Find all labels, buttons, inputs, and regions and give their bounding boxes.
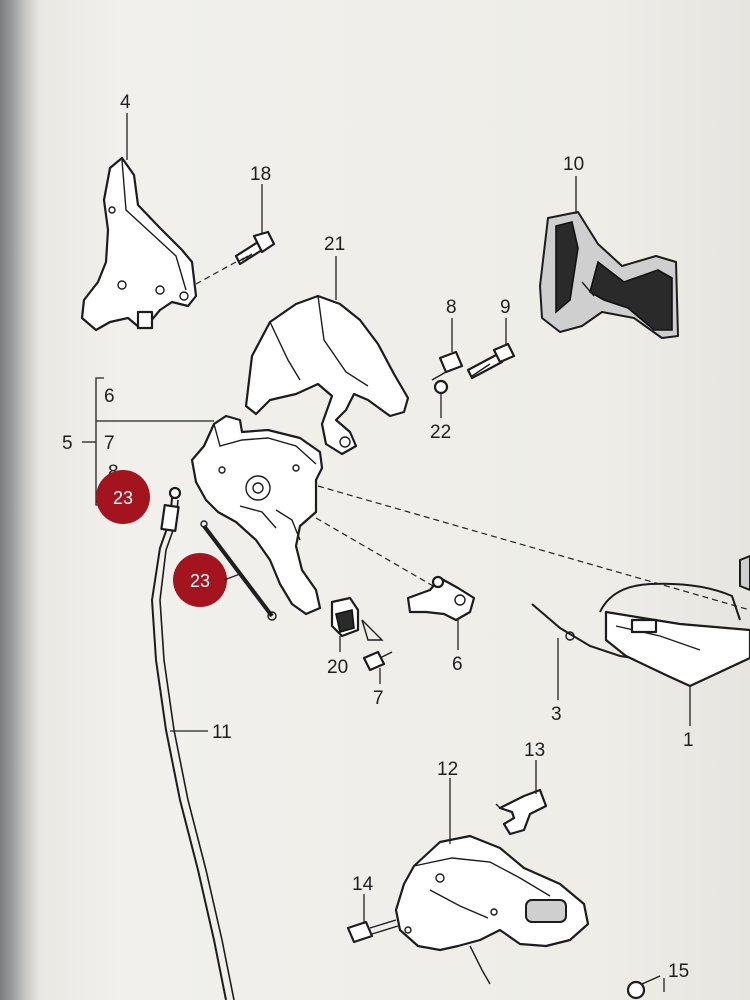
callout-4: 4 xyxy=(120,92,131,113)
callout-8-top: 8 xyxy=(446,297,457,318)
callout-9: 9 xyxy=(500,297,511,318)
callout-6: 6 xyxy=(452,654,463,675)
callout-1: 1 xyxy=(683,730,694,751)
dash-line-6 xyxy=(315,517,441,591)
part-20-bushing xyxy=(330,596,384,641)
badge-23-left-text: 23 xyxy=(113,488,133,508)
part-18-bolt xyxy=(234,230,276,266)
callout-3: 3 xyxy=(551,704,562,725)
dash-line-3 xyxy=(317,485,750,611)
part-9-bolt xyxy=(466,342,516,380)
part-21-cover xyxy=(244,294,410,456)
part-1-assembly xyxy=(599,555,750,688)
callout-7: 7 xyxy=(373,688,384,709)
part-6-lever xyxy=(406,575,476,622)
part-23-gas-strut xyxy=(200,520,277,621)
part-8-screw xyxy=(431,350,464,381)
part-15-screw xyxy=(626,975,661,1000)
callout-18: 18 xyxy=(250,164,271,185)
part-11-cable xyxy=(150,486,235,1000)
leader-23 xyxy=(223,573,241,581)
shift-housing xyxy=(190,414,324,616)
callout-11: 11 xyxy=(212,722,232,743)
callout-5: 5 xyxy=(62,433,73,454)
part-12-mechanism xyxy=(394,834,590,985)
part-7-bolt xyxy=(362,650,393,672)
badge-23-left: 23 xyxy=(96,470,150,524)
part-4-bracket xyxy=(80,156,198,332)
callout-21: 21 xyxy=(324,234,345,255)
part-13-clip xyxy=(495,788,548,836)
callout-13: 13 xyxy=(524,740,545,761)
part-10-pedal xyxy=(539,211,679,339)
callout-12: 12 xyxy=(437,759,458,780)
badge-23-strut: 23 xyxy=(173,553,241,607)
callout-22: 22 xyxy=(430,422,451,443)
badge-23-strut-text: 23 xyxy=(190,571,210,591)
callout-7-group: 7 xyxy=(104,433,115,454)
callout-6-group: 6 xyxy=(104,386,115,407)
part-14-bolt xyxy=(346,919,399,944)
callout-14: 14 xyxy=(352,874,374,895)
callout-20: 20 xyxy=(327,657,348,678)
part-22-nut xyxy=(433,379,449,395)
callout-10: 10 xyxy=(563,154,584,175)
dash-18 xyxy=(195,261,237,285)
callout-15: 15 xyxy=(668,961,689,982)
